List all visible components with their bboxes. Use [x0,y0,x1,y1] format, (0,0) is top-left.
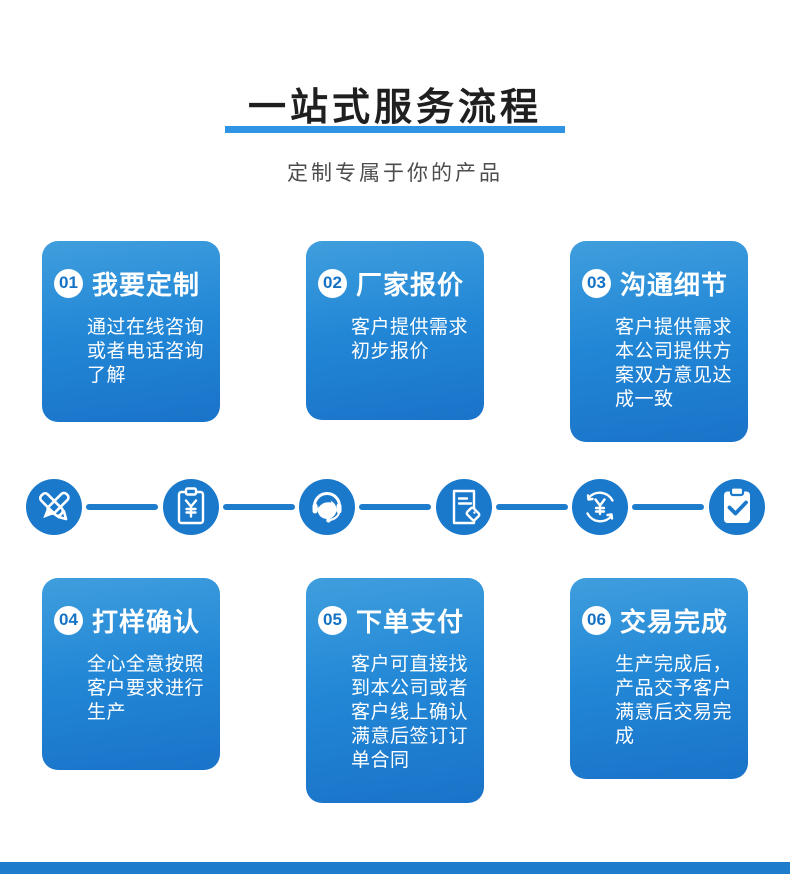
step-number-badge: 06 [582,605,611,635]
connector-line [359,503,431,510]
connector-line [632,503,704,510]
step-card-5: 05 下单支付 客户可直接找到本公司或者客户线上确认满意后签订订单合同 [306,577,484,803]
step-description: 全心全意按照客户要求进行生产 [87,653,205,723]
step-description: 通过在线咨询或者电话咨询了解 [87,316,205,386]
step-title: 我要定制 [92,269,201,300]
step-card-header: 03 沟通细节 [582,265,748,302]
step-description: 客户提供需求本公司提供方案双方意见达成一致 [615,316,733,410]
step-card-header: 04 打样确认 [54,602,220,639]
step-description: 客户可直接找到本公司或者客户线上确认满意后签订订单合同 [351,653,469,771]
step-card-header: 05 下单支付 [318,602,484,639]
step-title: 沟通细节 [620,269,729,300]
step-card-4: 04 打样确认 全心全意按照客户要求进行生产 [42,577,220,770]
customer-service-headset-icon [299,478,355,535]
section-divider-bar [0,862,790,874]
step-card-6: 06 交易完成 生产完成后，产品交予客户满意后交易完成 [570,577,748,779]
step-title: 交易完成 [620,606,729,637]
step-description: 客户提供需求初步报价 [351,316,469,362]
title-underline-bar [225,125,565,133]
step-card-2: 02 厂家报价 客户提供需求初步报价 [306,240,484,420]
complete-clipboard-check-icon [709,478,765,535]
step-card-header: 02 厂家报价 [318,265,484,302]
process-icon-row [0,478,790,535]
section-header: 一站式服务流程 定制专属于你的产品 [0,0,790,187]
step-number-badge: 02 [318,268,347,298]
step-card-header: 06 交易完成 [582,602,748,639]
step-title: 厂家报价 [356,269,465,300]
step-number-badge: 04 [54,605,83,635]
step-number-badge: 05 [318,605,347,635]
step-card-1: 01 我要定制 通过在线咨询或者电话咨询了解 [42,240,220,422]
step-card-3: 03 沟通细节 客户提供需求本公司提供方案双方意见达成一致 [570,240,748,442]
quote-clipboard-yen-icon [163,478,219,535]
step-title: 打样确认 [92,606,201,637]
design-pens-icon [26,478,82,535]
page-title: 一站式服务流程 [247,87,542,129]
connector-line [86,503,158,510]
step-number-badge: 01 [54,268,83,298]
steps-row-2: 04 打样确认 全心全意按照客户要求进行生产 05 下单支付 客户可直接找到本公… [0,577,790,803]
step-number-badge: 03 [582,268,611,298]
steps-row-1: 01 我要定制 通过在线咨询或者电话咨询了解 02 厂家报价 客户提供需求初步报… [0,240,790,442]
connector-line [223,503,295,510]
step-title: 下单支付 [356,606,465,637]
step-description: 生产完成后，产品交予客户满意后交易完成 [615,653,733,747]
contract-document-tag-icon [436,478,492,535]
step-card-header: 01 我要定制 [54,265,220,302]
payment-yen-exchange-icon [572,478,628,535]
connector-line [496,503,568,510]
page-subtitle: 定制专属于你的产品 [287,161,503,185]
